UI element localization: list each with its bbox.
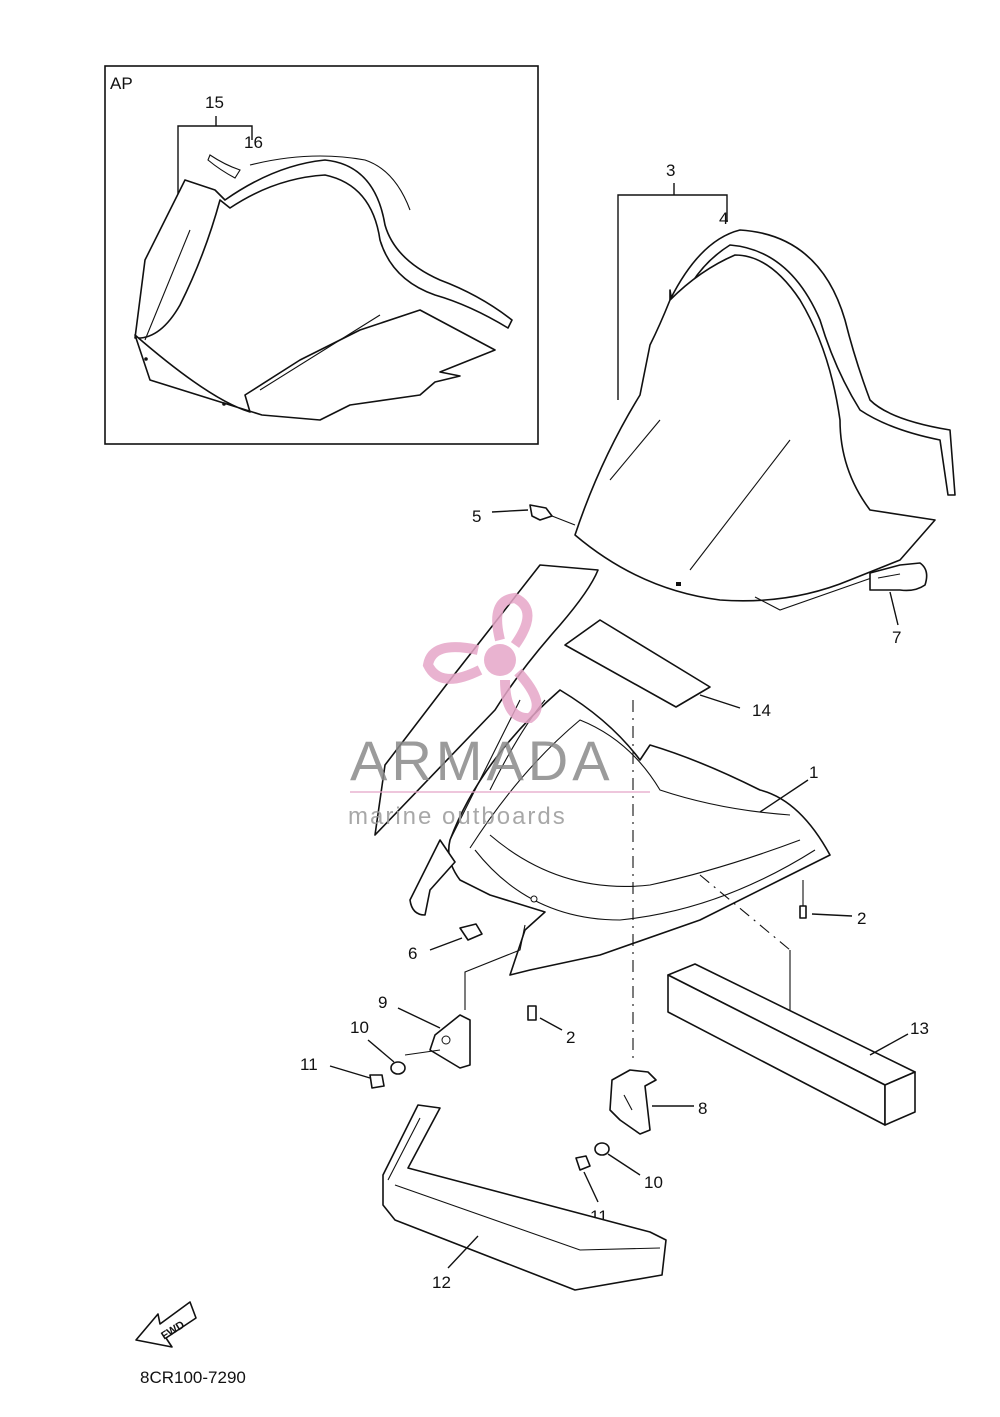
callout-2-right: 2 [857,909,866,928]
callout-4: 4 [719,209,728,228]
fwd-arrow-icon: FWD [135,1301,197,1348]
screw-2-right: 2 [799,880,866,928]
callout-10-left: 10 [350,1018,369,1037]
bar-13: 13 [667,963,929,1126]
bracket-8: 8 [609,1069,707,1135]
watermark-tagline: marine outboards [348,803,567,830]
callout-7: 7 [892,628,901,647]
washer-10-right: 10 [594,1142,663,1192]
callout-6: 6 [408,944,417,963]
screw-5: 5 [472,504,576,526]
callout-5: 5 [472,507,481,526]
callout-2-left: 2 [566,1028,575,1047]
callout-12: 12 [432,1273,451,1292]
callout-15: 15 [205,93,224,112]
windshield-assembly: 3 4 [574,161,956,611]
callout-14: 14 [752,701,771,720]
nut-11-left: 11 [300,1055,385,1089]
callout-11-left: 11 [300,1055,318,1074]
watermark-brand: ARMADA [350,729,614,792]
callout-9: 9 [378,993,387,1012]
pad-14: 14 [564,619,771,720]
inset-windshield [134,154,513,421]
inset-label: AP [110,74,133,93]
handle-12: 12 [382,1104,667,1292]
inset-panel: AP 15 16 [104,65,539,445]
callout-16: 16 [244,133,263,152]
part-7: 7 [869,562,928,647]
callout-13: 13 [910,1019,929,1038]
watermark: ARMADA marine outboards [348,592,650,830]
washer-10-left: 10 [350,1018,406,1075]
callout-10-right: 10 [644,1173,663,1192]
screw-2-left: 2 [527,1005,575,1047]
grommet-6: 6 [408,923,483,963]
callout-8: 8 [698,1099,707,1118]
bracket-9: 9 [378,993,471,1069]
callout-1: 1 [809,763,818,782]
propeller-logo-icon [422,592,542,724]
diagram-code: 8CR100-7290 [140,1368,246,1387]
callout-3: 3 [666,161,675,180]
